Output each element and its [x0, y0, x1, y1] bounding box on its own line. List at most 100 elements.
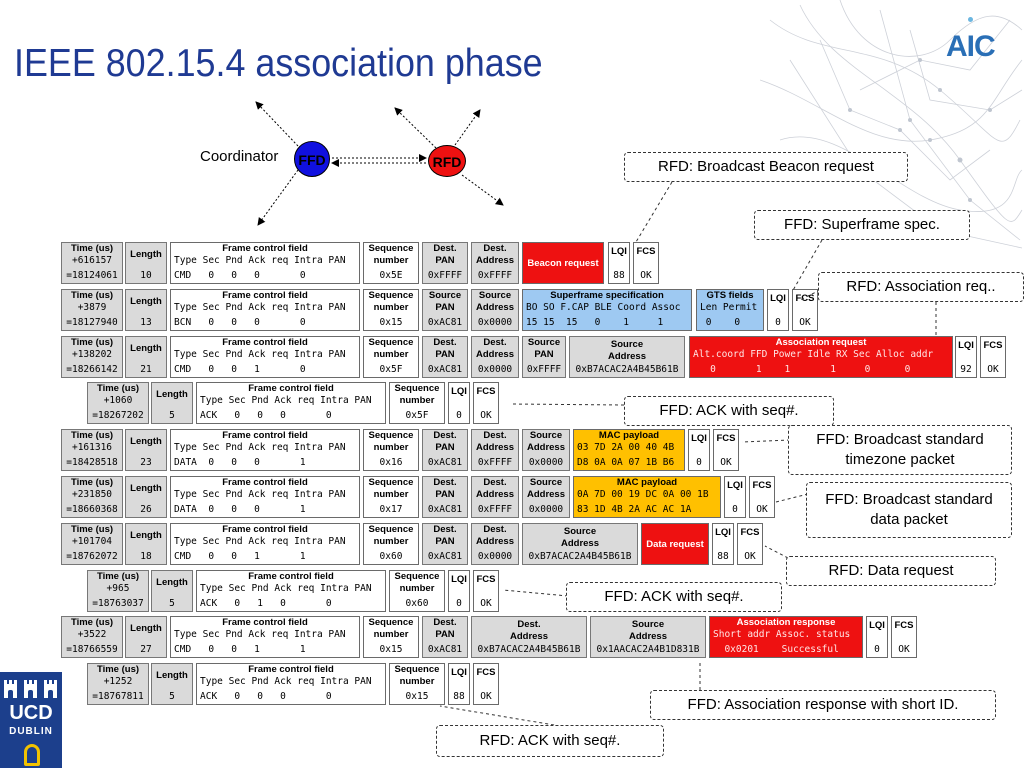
leader-line [502, 589, 569, 597]
callout-ack-3: RFD: ACK with seq#. [436, 725, 664, 757]
time-cell: Time (us) +3879 =18127940 [61, 289, 123, 331]
rfd-node: RFD [428, 145, 466, 177]
frame-control-cell: Frame control field Type Sec Pnd Ack req… [170, 289, 360, 331]
length-cell: Length 10 [125, 242, 167, 284]
callout-data-packet: FFD: Broadcast standard data packet [806, 482, 1012, 538]
fcs-cell: FCS OK [633, 242, 659, 284]
lqi-cell: LQI 0 [688, 429, 710, 471]
length-cell: Length 5 [151, 382, 193, 424]
time-cell: Time (us) +3522 =18766559 [61, 616, 123, 658]
leader-line [775, 493, 809, 503]
frame-control-cell: Frame control field Type Sec Pnd Ack req… [170, 616, 360, 658]
leader-line [741, 439, 791, 443]
source-pan-cell: Source PAN 0xAC81 [422, 289, 468, 331]
lqi-cell: LQI 0 [448, 570, 470, 612]
dest-pan-cell: Dest. PAN 0xAC81 [422, 616, 468, 658]
association-request-cell: Association request Alt.coord FFD Power … [689, 336, 953, 378]
mac-payload-cell: MAC payload 0A 7D 00 19 DC 0A 00 1B 83 1… [573, 476, 721, 518]
lqi-cell: LQI 0 [866, 616, 888, 658]
source-address-cell: Source Address 0x0000 [471, 289, 519, 331]
dest-pan-cell: Dest. PAN 0xAC81 [422, 429, 468, 471]
leader-line [764, 545, 789, 559]
sequence-cell: Sequence number 0x15 [363, 289, 419, 331]
source-pan-cell: Source PAN 0xFFFF [522, 336, 566, 378]
dest-address-cell: Dest. Address 0xFFFF [471, 242, 519, 284]
dest-address-cell: Dest. Address 0xB7ACAC2A4B45B61B [471, 616, 587, 658]
lqi-cell: LQI 0 [448, 382, 470, 424]
frame-control-cell: Frame control field Type Sec Pnd Ack req… [196, 382, 386, 424]
sequence-cell: Sequence number 0x60 [363, 523, 419, 565]
dest-address-cell: Dest. Address 0xFFFF [471, 429, 519, 471]
sequence-cell: Sequence number 0x60 [389, 570, 445, 612]
callout-ack-1: FFD: ACK with seq#. [624, 396, 834, 426]
sequence-cell: Sequence number 0x17 [363, 476, 419, 518]
fcs-cell: FCS OK [891, 616, 917, 658]
time-cell: Time (us) +1252 =18767811 [87, 663, 149, 705]
source-address-cell: Source Address 0x1AACAC2A4B1D831B [590, 616, 706, 658]
dest-address-cell: Dest. Address 0xFFFF [471, 476, 519, 518]
leader-line [439, 705, 561, 727]
fcs-cell: FCS OK [473, 663, 499, 705]
network-graph-decoration [760, 0, 1023, 249]
lqi-cell: LQI 92 [955, 336, 977, 378]
lqi-cell: LQI 88 [712, 523, 734, 565]
length-cell: Length 18 [125, 523, 167, 565]
dest-address-cell: Dest. Address 0x0000 [471, 336, 519, 378]
lqi-cell: LQI 88 [608, 242, 630, 284]
source-address-cell: Source Address 0xB7ACAC2A4B45B61B [522, 523, 638, 565]
mac-payload-cell: MAC payload 03 7D 2A 00 40 4B D8 0A 0A 0… [573, 429, 685, 471]
callout-association-response: FFD: Association response with short ID. [650, 690, 996, 720]
fcs-cell: FCS OK [473, 570, 499, 612]
time-cell: Time (us) +231850 =18660368 [61, 476, 123, 518]
frame-control-cell: Frame control field Type Sec Pnd Ack req… [170, 242, 360, 284]
lqi-cell: LQI 0 [767, 289, 789, 331]
time-cell: Time (us) +101704 =18762072 [61, 523, 123, 565]
frame-control-cell: Frame control field Type Sec Pnd Ack req… [170, 476, 360, 518]
frame-control-cell: Frame control field Type Sec Pnd Ack req… [170, 523, 360, 565]
topology-link [394, 107, 437, 149]
length-cell: Length 23 [125, 429, 167, 471]
fcs-cell: FCS OK [737, 523, 763, 565]
beacon-request-payload: Beacon request [522, 242, 604, 284]
topology-link [454, 109, 481, 146]
callout-ack-2: FFD: ACK with seq#. [566, 582, 782, 612]
fcs-cell: FCS OK [749, 476, 775, 518]
page-title: IEEE 802.15.4 association phase [14, 42, 543, 85]
callout-superframe-spec: FFD: Superframe spec. [754, 210, 970, 240]
topology-link [255, 101, 299, 147]
time-cell: Time (us) +138202 =18266142 [61, 336, 123, 378]
time-cell: Time (us) +616157 =18124061 [61, 242, 123, 284]
leader-line [511, 403, 625, 406]
leader-line [635, 181, 673, 243]
topology-link [257, 169, 299, 226]
topology-link [461, 174, 504, 206]
source-address-cell: Source Address 0x0000 [522, 476, 570, 518]
sequence-cell: Sequence number 0x5F [389, 382, 445, 424]
frame-control-cell: Frame control field Type Sec Pnd Ack req… [196, 663, 386, 705]
length-cell: Length 26 [125, 476, 167, 518]
callout-timezone-packet: FFD: Broadcast standard timezone packet [788, 425, 1012, 475]
frame-control-cell: Frame control field Type Sec Pnd Ack req… [196, 570, 386, 612]
time-cell: Time (us) +965 =18763037 [87, 570, 149, 612]
sequence-cell: Sequence number 0x5E [363, 242, 419, 284]
time-cell: Time (us) +161316 =18428518 [61, 429, 123, 471]
source-address-cell: Source Address 0x0000 [522, 429, 570, 471]
sequence-cell: Sequence number 0x15 [363, 616, 419, 658]
association-response-cell: Association response Short addr Assoc. s… [709, 616, 863, 658]
superframe-spec-cell: Superframe specification BO SO F.CAP BLE… [522, 289, 692, 331]
lqi-cell: LQI 88 [448, 663, 470, 705]
callout-association-request: RFD: Association req.. [818, 272, 1024, 302]
length-cell: Length 27 [125, 616, 167, 658]
time-cell: Time (us) +1060 =18267202 [87, 382, 149, 424]
lqi-cell: LQI 0 [724, 476, 746, 518]
coordinator-label: Coordinator [200, 148, 279, 165]
ucd-logo: UCD DUBLIN [0, 672, 62, 768]
frame-control-cell: Frame control field Type Sec Pnd Ack req… [170, 336, 360, 378]
dest-pan-cell: Dest. PAN 0xAC81 [422, 336, 468, 378]
fcs-cell: FCS OK [980, 336, 1006, 378]
length-cell: Length 5 [151, 570, 193, 612]
sequence-cell: Sequence number 0x15 [389, 663, 445, 705]
aic-logo: AIC [946, 17, 996, 64]
sequence-cell: Sequence number 0x16 [363, 429, 419, 471]
